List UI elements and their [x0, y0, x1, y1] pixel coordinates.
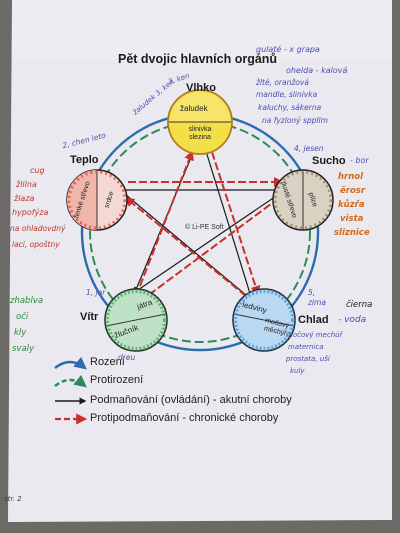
- note-sucho-3: ěrosr: [340, 186, 366, 196]
- note-top-right-6: na fyzloný sppllm: [262, 116, 328, 125]
- note-vitr-2: oči: [16, 312, 29, 322]
- protipodmanovani-star: [124, 150, 284, 302]
- element-label-vitr: Vítr: [80, 311, 99, 323]
- organ-slinivka-slezina: slinivka slezina: [188, 126, 212, 141]
- note-sucho-1: - bor: [350, 156, 369, 165]
- note-top-right-1: gulaté - x grapa: [256, 45, 320, 54]
- note-teplo-5: na ohladovdný: [10, 224, 66, 233]
- legend-protirozeni-swatch: [54, 374, 87, 388]
- note-sucho-2: hrnol: [338, 172, 364, 182]
- note-chlad-4: maternica: [288, 343, 324, 351]
- legend-protirozeni: Protirození: [90, 374, 144, 386]
- note-vitr-1: zhablva: [10, 296, 44, 306]
- note-vitr-3: kly: [14, 328, 27, 338]
- note-teplo-1: cug: [30, 166, 45, 175]
- chlad-circle: [232, 288, 296, 352]
- note-top-right-4: mandle, slinivka: [256, 90, 318, 99]
- note-top-right-5: kaluchy, sákerna: [258, 103, 322, 112]
- protirozeni-ring: [89, 121, 311, 343]
- note-chlad-1: čierna: [346, 300, 373, 310]
- page-corner-note: str. 2: [4, 495, 22, 503]
- note-sucho-number: 4, jesen: [294, 144, 324, 153]
- vitr-circle: [104, 288, 168, 352]
- note-teplo-3: žlaza: [14, 194, 35, 203]
- note-sucho-4: kůzřa: [338, 200, 365, 210]
- note-sucho-6: sliznice: [334, 228, 370, 238]
- legend-protipodmanovani: Protipodmaňování - chronické choroby: [90, 412, 279, 424]
- note-chlad-number: 5, zima: [308, 288, 326, 307]
- note-sucho-5: vista: [340, 214, 364, 224]
- legend-podmanovani: Podmaňování (ovládání) - akutní choroby: [90, 394, 292, 406]
- element-label-teplo: Teplo: [70, 154, 99, 166]
- teplo-circle: [66, 169, 128, 231]
- note-chlad-5: prostata, uši: [286, 355, 330, 363]
- vlhko-circle: [167, 89, 233, 155]
- page-title: Pět dvojic hlavních orgánů: [118, 52, 278, 66]
- note-vitr-4: svaly: [12, 344, 35, 354]
- legend-rozeni: Rození: [90, 356, 125, 368]
- sucho-circle: [272, 169, 334, 231]
- note-teplo-4: hypofýza: [12, 208, 49, 217]
- note-chlad-3: močový mechúř: [286, 331, 343, 339]
- note-top-right-3: žlté, oranžová: [256, 78, 309, 87]
- note-teplo-2: žlilna: [16, 180, 37, 189]
- note-chlad-6: kuly: [290, 367, 305, 375]
- note-vitr-bottom: dreu: [118, 353, 136, 362]
- note-teplo-6: laci, opoštny: [12, 240, 60, 249]
- note-top-right-2: ohelda - kalová: [286, 66, 348, 75]
- organ-zaludek: žaludek: [180, 104, 208, 113]
- element-label-chlad: Chlad: [298, 314, 329, 326]
- note-chlad-2: - voda: [338, 315, 367, 325]
- element-label-vlhko: Vlhko: [186, 82, 216, 94]
- copyright-label: © Li-PE Soft: [185, 224, 224, 231]
- element-label-sucho: Sucho: [312, 155, 346, 167]
- note-vitr-number: 1, jar: [86, 288, 106, 297]
- legend-rozeni-swatch: [54, 356, 87, 370]
- paper-sheet: [8, 0, 392, 522]
